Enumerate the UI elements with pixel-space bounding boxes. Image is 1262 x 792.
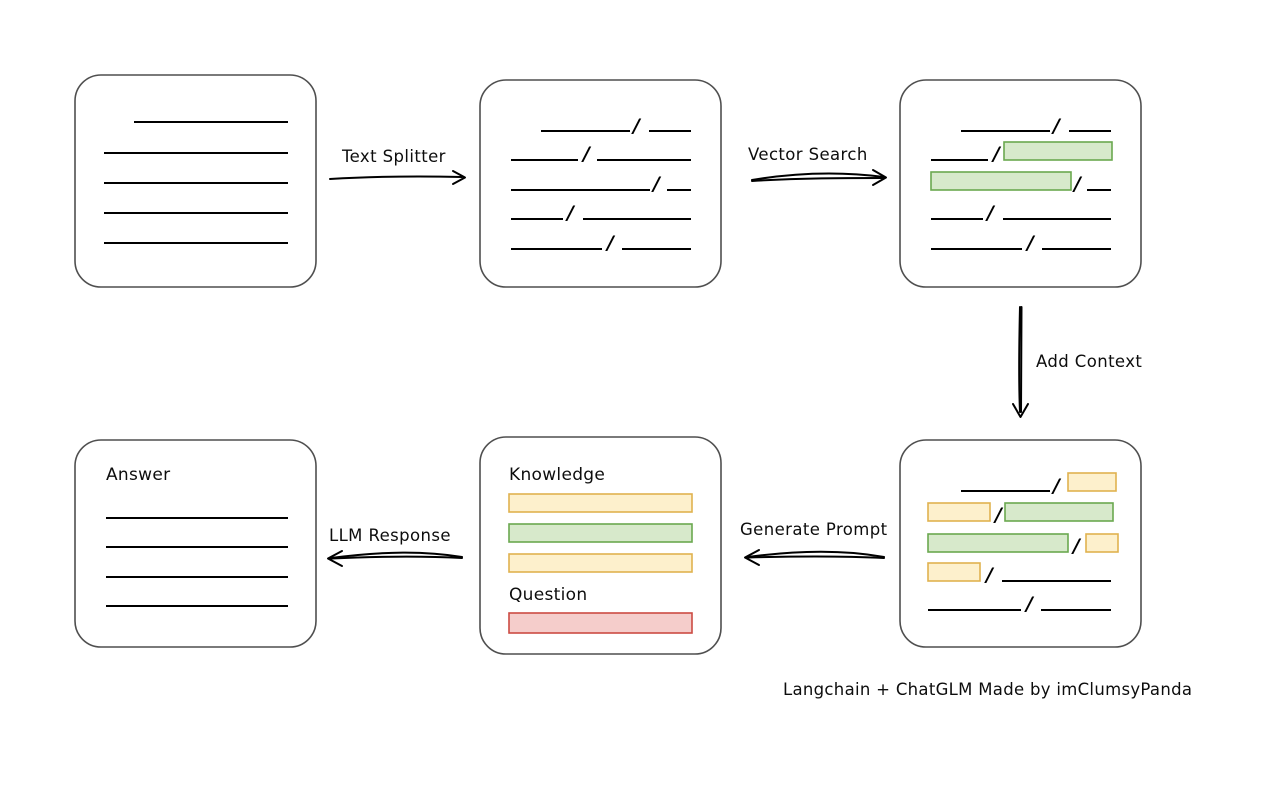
highlight-green-match	[927, 533, 1069, 553]
arrow-shaft-secondary	[751, 177, 885, 182]
edge-label-add-context: Add Context	[1036, 352, 1143, 371]
chunk-separator: /	[605, 232, 616, 254]
node-vector-matched-document[interactable]: / / / / /	[899, 79, 1142, 288]
arrow-head-right	[452, 170, 466, 185]
chunk-separator: /	[1072, 173, 1083, 195]
arrow-shaft	[330, 551, 463, 559]
answer-box-frame	[74, 439, 317, 648]
arrow-head-left	[744, 549, 760, 566]
highlight-yellow-context	[1085, 533, 1119, 553]
prompt-knowledge-label: Knowledge	[509, 465, 606, 485]
chunk-separator: /	[991, 143, 1002, 165]
node-prompt-box[interactable]	[479, 436, 722, 655]
edge-label-vector-search: Vector Search	[748, 145, 868, 164]
source-document-frame	[74, 74, 317, 288]
knowledge-chunk-green	[508, 523, 693, 543]
node-source-document[interactable]	[74, 74, 317, 288]
arrow-shaft-secondary	[747, 555, 885, 559]
node-answer-box[interactable]	[74, 439, 317, 648]
edge-label-text-splitter: Text Splitter	[342, 147, 446, 166]
highlight-yellow-context	[927, 562, 981, 582]
arrow-shaft-secondary	[1020, 306, 1023, 413]
highlight-green-match	[1003, 141, 1113, 161]
chunk-separator: /	[1025, 232, 1036, 254]
knowledge-chunk-yellow	[508, 553, 693, 573]
node-split-document[interactable]: / / / / /	[479, 79, 722, 288]
edge-label-llm-response: LLM Response	[329, 526, 451, 545]
arrow-shaft	[329, 175, 463, 180]
highlight-green-match	[1004, 502, 1114, 522]
knowledge-chunk-yellow	[508, 493, 693, 513]
chunk-separator: /	[985, 202, 996, 224]
prompt-box-frame	[479, 436, 722, 655]
edge-text-splitter	[329, 170, 466, 185]
chunk-separator: /	[581, 143, 592, 165]
highlight-yellow-context	[1067, 472, 1117, 492]
arrow-head-left	[327, 550, 343, 567]
answer-label: Answer	[106, 465, 171, 485]
chunk-separator: /	[984, 564, 995, 586]
question-chunk-red	[508, 612, 693, 634]
arrow-head-down	[1012, 403, 1029, 418]
chunk-separator: /	[1071, 535, 1082, 557]
edge-add-context	[1012, 306, 1029, 418]
chunk-separator: /	[631, 115, 642, 137]
arrow-shaft	[751, 172, 885, 181]
highlight-yellow-context	[927, 502, 991, 522]
chunk-separator: /	[651, 173, 662, 195]
edge-llm-response	[327, 550, 463, 567]
prompt-question-label: Question	[509, 585, 588, 605]
arrow-shaft	[747, 550, 885, 558]
edge-label-generate-prompt: Generate Prompt	[740, 520, 888, 539]
chunk-separator: /	[565, 202, 576, 224]
footer-attribution: Langchain + ChatGLM Made by imClumsyPand…	[783, 680, 1193, 699]
edge-vector-search	[751, 169, 887, 186]
arrow-head-right	[872, 169, 887, 186]
edge-generate-prompt	[744, 549, 885, 566]
arrow-shaft	[1018, 306, 1021, 413]
chunk-separator: /	[1051, 475, 1062, 497]
split-document-frame	[479, 79, 722, 288]
chunk-separator: /	[993, 504, 1004, 526]
node-context-document[interactable]: / / / / /	[899, 439, 1142, 648]
chunk-separator: /	[1024, 593, 1035, 615]
arrow-shaft-secondary	[330, 555, 463, 560]
highlight-green-match	[930, 171, 1072, 191]
chunk-separator: /	[1051, 115, 1062, 137]
